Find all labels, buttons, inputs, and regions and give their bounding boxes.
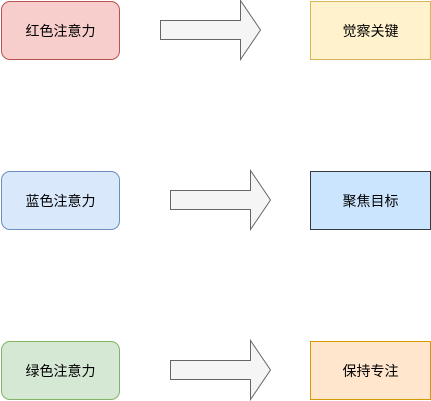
arrow-right-icon: [160, 0, 262, 62]
arrow-shape: [160, 0, 262, 62]
target-node-label: 觉察关键: [342, 23, 399, 40]
source-node-label: 蓝色注意力: [25, 193, 96, 210]
target-node-label: 聚焦目标: [342, 193, 399, 210]
arrow-right-icon: [170, 338, 272, 401]
source-node-label: 绿色注意力: [25, 363, 96, 380]
target-node-focus-target: 聚焦目标: [310, 171, 431, 230]
target-node-label: 保持专注: [342, 363, 399, 380]
arrow-shape: [170, 338, 272, 401]
arrow-shape: [170, 168, 272, 232]
target-node-notice-key: 觉察关键: [310, 1, 431, 60]
arrow-right-icon: [170, 168, 272, 232]
target-node-stay-focused: 保持专注: [310, 341, 431, 400]
source-node-red-attention: 红色注意力: [1, 1, 120, 60]
source-node-label: 红色注意力: [25, 23, 96, 40]
source-node-green-attention: 绿色注意力: [1, 341, 120, 400]
source-node-blue-attention: 蓝色注意力: [1, 171, 120, 230]
